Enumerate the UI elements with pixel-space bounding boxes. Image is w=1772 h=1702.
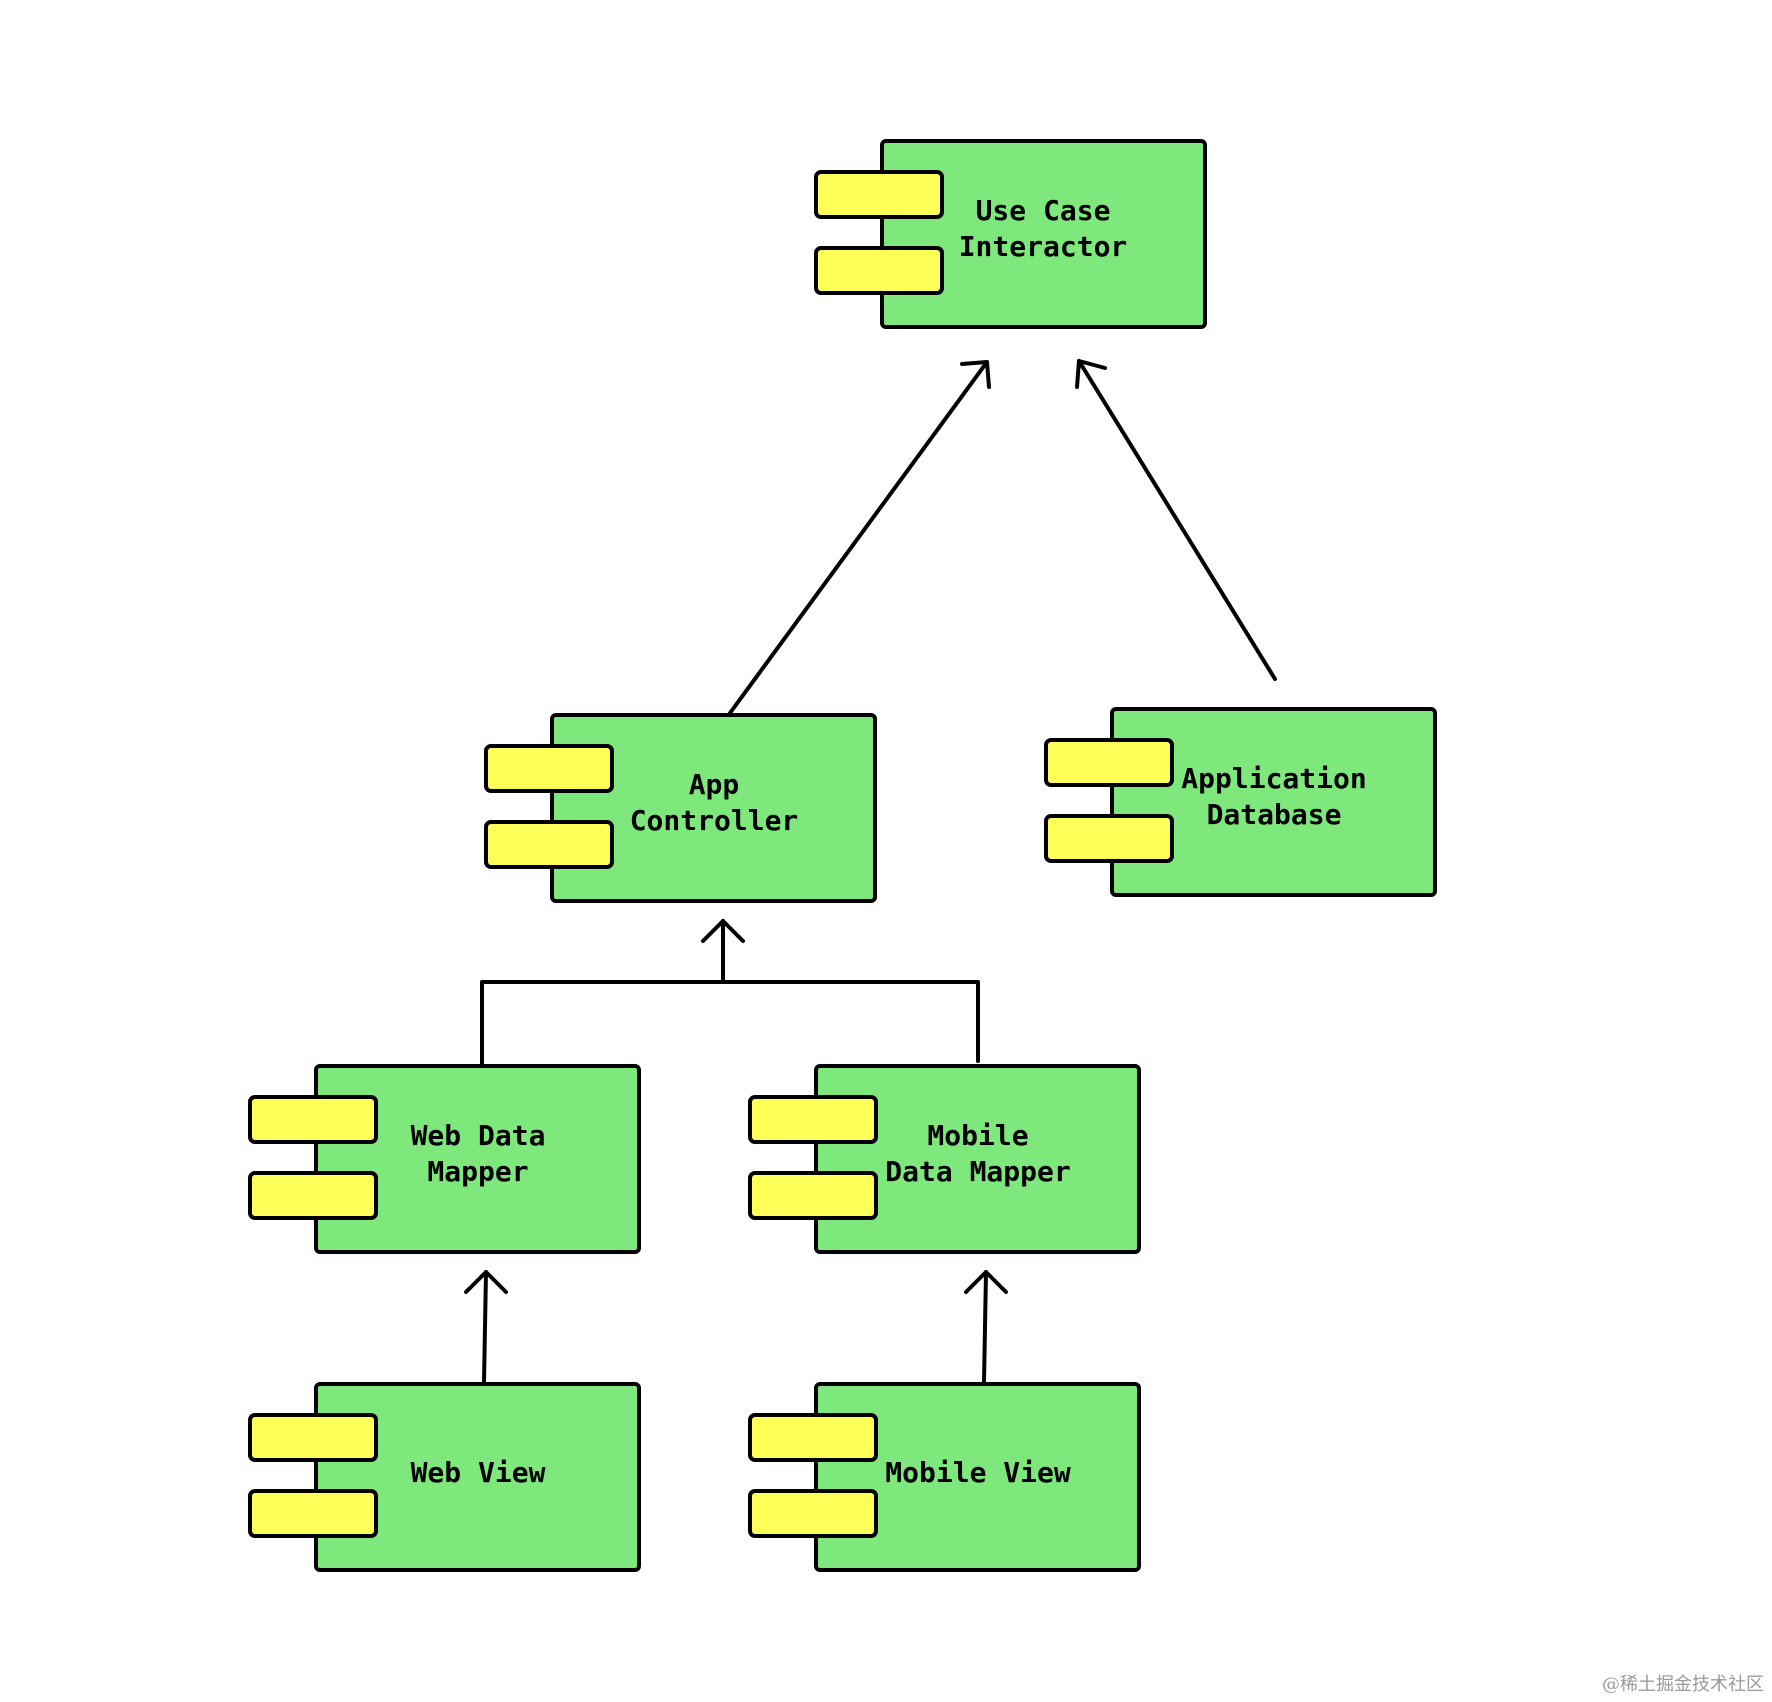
watermark: @稀土掘金技术社区	[1602, 1674, 1764, 1695]
component-mobile-view: Mobile View	[748, 1382, 1141, 1572]
component-tab-icon	[1044, 738, 1174, 787]
component-tab-icon	[248, 1489, 378, 1538]
component-label: Mapper	[427, 1155, 528, 1188]
component-label: Web Data	[411, 1119, 546, 1152]
component-web-view: Web View	[248, 1382, 641, 1572]
arrow-mappers-to-app-controller	[480, 919, 980, 1066]
component-tab-icon	[248, 1171, 378, 1220]
component-tab-icon	[748, 1489, 878, 1538]
dependency-arrows	[464, 359, 1277, 1384]
component-body	[314, 1382, 641, 1572]
component-body	[1110, 707, 1437, 897]
component-label: Interactor	[959, 230, 1128, 263]
component-mobile-data-mapper: Mobile Data Mapper	[748, 1064, 1141, 1254]
component-tab-icon	[248, 1095, 378, 1144]
component-body	[550, 713, 877, 903]
component-label: Database	[1207, 798, 1342, 831]
component-tab-icon	[748, 1413, 878, 1462]
component-app-controller: App Controller	[484, 713, 877, 903]
component-label: Mobile View	[885, 1456, 1071, 1489]
arrow-web-view-to-web-data-mapper	[464, 1270, 508, 1384]
component-label: Mobile	[927, 1119, 1028, 1152]
arrow-app-controller-to-use-case-interactor	[728, 360, 991, 715]
component-tab-icon	[814, 170, 944, 219]
component-tab-icon	[484, 744, 614, 793]
component-tab-icon	[748, 1095, 878, 1144]
component-tab-icon	[484, 820, 614, 869]
component-label: Controller	[630, 804, 799, 837]
arrow-application-database-to-use-case-interactor	[1075, 359, 1277, 681]
component-label: Web View	[411, 1456, 546, 1489]
component-tab-icon	[748, 1171, 878, 1220]
component-tab-icon	[248, 1413, 378, 1462]
component-label: App	[689, 768, 740, 801]
arrow-mobile-view-to-mobile-data-mapper	[964, 1270, 1008, 1384]
component-tab-icon	[1044, 814, 1174, 863]
component-body	[814, 1382, 1141, 1572]
component-body	[814, 1064, 1141, 1254]
component-use-case-interactor: Use Case Interactor	[814, 139, 1207, 329]
component-body	[880, 139, 1207, 329]
component-web-data-mapper: Web Data Mapper	[248, 1064, 641, 1254]
component-label: Application	[1181, 762, 1366, 795]
component-body	[314, 1064, 641, 1254]
component-label: Use Case	[976, 194, 1111, 227]
component-label: Data Mapper	[885, 1155, 1070, 1188]
component-tab-icon	[814, 246, 944, 295]
component-application-database: Application Database	[1044, 707, 1437, 897]
